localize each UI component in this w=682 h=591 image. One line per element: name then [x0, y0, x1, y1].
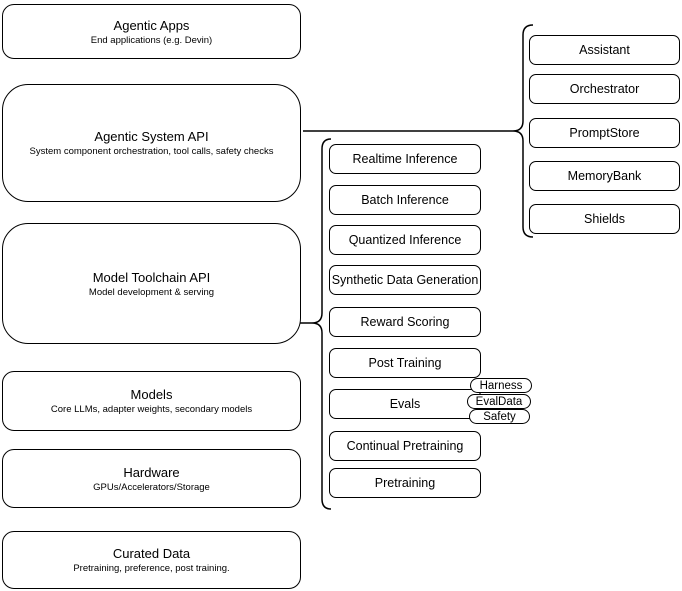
evals-tag-evaldata: EvalData: [467, 394, 531, 409]
box-title: Hardware: [123, 464, 180, 480]
system-component-orchestrator: Orchestrator: [529, 74, 680, 104]
box-subtitle: End applications (e.g. Devin): [90, 34, 213, 46]
evals-tag-harness: Harness: [470, 378, 532, 393]
system-component-assistant: Assistant: [529, 35, 680, 65]
box-subtitle: GPUs/Accelerators/Storage: [93, 481, 210, 493]
box-title: Models: [130, 387, 173, 402]
box-title: Agentic System API: [94, 129, 209, 144]
toolchain-item-post-training: Post Training: [329, 348, 481, 378]
stack-box-agentic-system-api: Agentic System API System component orch…: [2, 84, 301, 202]
box-title: Agentic Apps: [113, 17, 190, 33]
box-subtitle: Core LLMs, adapter weights, secondary mo…: [50, 404, 253, 415]
system-brace: [512, 24, 534, 238]
toolchain-item-evals: Evals: [329, 389, 481, 419]
toolchain-brace: [311, 138, 332, 510]
box-subtitle: Pretraining, preference, post training.: [73, 563, 230, 574]
box-subtitle: System component orchestration, tool cal…: [29, 146, 274, 157]
box-subtitle: Model development & serving: [88, 286, 215, 298]
box-title: Model Toolchain API: [92, 269, 211, 285]
system-component-promptstore: PromptStore: [529, 118, 680, 148]
system-component-memorybank: MemoryBank: [529, 161, 680, 191]
toolchain-item-realtime-inference: Realtime Inference: [329, 144, 481, 174]
toolchain-item-reward-scoring: Reward Scoring: [329, 307, 481, 337]
toolchain-item-continual-pretraining: Continual Pretraining: [329, 431, 481, 461]
stack-box-curated-data: Curated Data Pretraining, preference, po…: [2, 531, 301, 589]
toolchain-item-synthetic-data-generation: Synthetic Data Generation: [329, 265, 481, 295]
stack-box-models: Models Core LLMs, adapter weights, secon…: [2, 371, 301, 431]
stack-box-agentic-apps: Agentic Apps End applications (e.g. Devi…: [2, 4, 301, 59]
system-component-shields: Shields: [529, 204, 680, 234]
box-title: Curated Data: [112, 546, 191, 561]
stack-box-hardware: Hardware GPUs/Accelerators/Storage: [2, 449, 301, 508]
stack-box-model-toolchain-api: Model Toolchain API Model development & …: [2, 223, 301, 344]
toolchain-item-batch-inference: Batch Inference: [329, 185, 481, 215]
toolchain-item-quantized-inference: Quantized Inference: [329, 225, 481, 255]
evals-tag-safety: Safety: [469, 409, 530, 424]
toolchain-item-pretraining: Pretraining: [329, 468, 481, 498]
